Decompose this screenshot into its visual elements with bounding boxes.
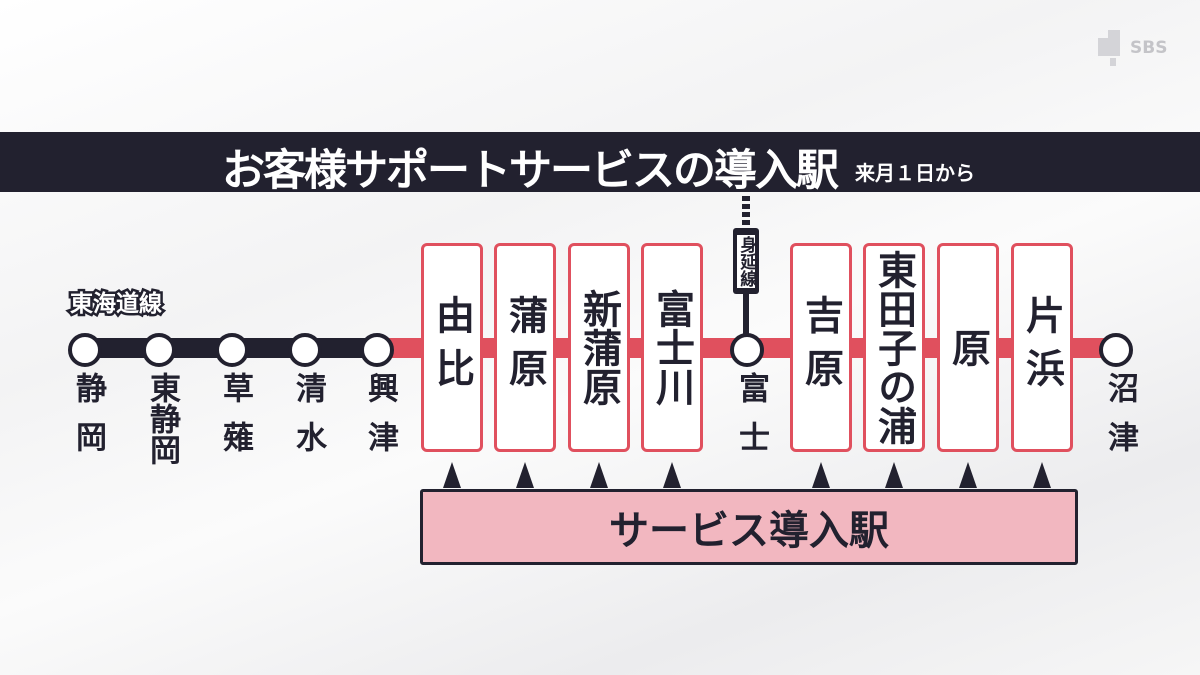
- station-label: 富士: [733, 372, 769, 470]
- page-title: お客様サポートサービスの導入駅: [222, 146, 839, 196]
- pointer-arrow-icon: [812, 462, 830, 488]
- station-label: 草薙: [217, 372, 253, 470]
- station-label: 吉原: [798, 294, 844, 401]
- service-station-box: 東田子の浦: [863, 243, 925, 452]
- service-station-box: 原: [937, 243, 999, 452]
- pointer-arrow-icon: [885, 462, 903, 488]
- station-label: 原: [945, 328, 991, 367]
- service-station-box: 由比: [421, 243, 483, 452]
- service-stations-legend: サービス導入駅: [420, 489, 1078, 565]
- pointer-arrow-icon: [959, 462, 977, 488]
- service-station-box: 新蒲原: [568, 243, 630, 452]
- station-label: 静岡: [70, 372, 106, 470]
- service-station-box: 片浜: [1011, 243, 1073, 452]
- pointer-arrow-icon: [590, 462, 608, 488]
- branch-line-dashed: [742, 196, 750, 230]
- pointer-arrow-icon: [516, 462, 534, 488]
- station-label: 片浜: [1019, 294, 1065, 401]
- branch-line-label: 身延線: [733, 228, 759, 294]
- station-marker: [142, 333, 176, 367]
- station-marker: [68, 333, 102, 367]
- station-marker: [288, 333, 322, 367]
- station-label: 東静岡: [144, 372, 180, 465]
- station-label: 新蒲原: [576, 289, 622, 406]
- station-marker: [360, 333, 394, 367]
- pointer-arrow-icon: [663, 462, 681, 488]
- service-station-box: 吉原: [790, 243, 852, 452]
- service-station-box: 富士川: [641, 243, 703, 452]
- station-label: 興津: [362, 372, 398, 470]
- page-subtitle: 来月１日から: [855, 161, 975, 185]
- station-label: 富士川: [649, 289, 695, 406]
- station-label: 沼津: [1102, 372, 1138, 470]
- service-station-box: 蒲原: [494, 243, 556, 452]
- station-marker: [215, 333, 249, 367]
- line-name-label: 東海道線: [68, 289, 165, 320]
- service-label: サービス導入駅: [609, 508, 889, 554]
- station-label: 蒲原: [502, 294, 548, 401]
- sbs-logo-text: SBS: [1130, 38, 1168, 58]
- station-label: 東田子の浦: [871, 250, 917, 445]
- pointer-arrow-icon: [1033, 462, 1051, 488]
- branch-line-name: 身延線: [736, 234, 757, 288]
- sbs-logo: SBS: [1098, 30, 1167, 66]
- sbs-logo-mark-icon: [1098, 30, 1124, 66]
- title-banner: [0, 132, 1200, 192]
- station-marker-junction: [730, 333, 764, 367]
- station-label: 由比: [429, 294, 475, 401]
- pointer-arrow-icon: [443, 462, 461, 488]
- station-marker: [1099, 333, 1133, 367]
- station-label: 清水: [290, 372, 326, 470]
- branch-line-solid: [743, 290, 749, 338]
